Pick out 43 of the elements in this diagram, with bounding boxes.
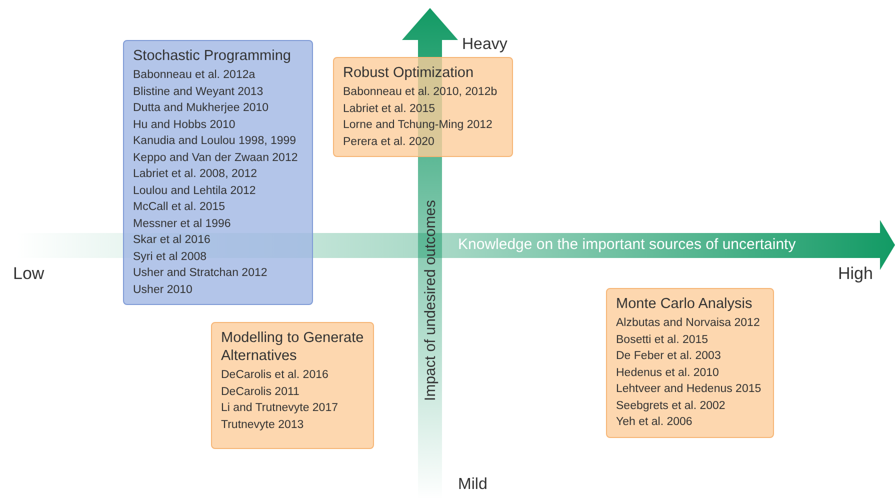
reference-entry: Hedenus et al. 2010 — [616, 366, 719, 380]
reference-entry: Labriet et al. 2008, 2012 — [133, 167, 258, 182]
reference-entry: Seebgrets et al. 2002 — [616, 398, 726, 414]
axis-end-label: High — [838, 264, 873, 284]
reference-entry: Keppo and Van der Zwaan 2012 — [133, 150, 298, 166]
reference-entry: DeCarolis 2011 — [221, 384, 300, 400]
reference-entry: Babonneau et al. 2012a — [133, 68, 256, 83]
reference-entry: Kanudia and Loulou 1998, 1999 — [133, 134, 296, 149]
reference-entry: Blistine and Weyant 2013 — [133, 84, 264, 100]
reference-entry: Lorne and Tchung-Ming 2012 — [343, 118, 492, 133]
reference-entry: Perera et al. 2020 — [343, 134, 434, 150]
method-box — [211, 322, 374, 449]
reference-entry: Trutnevyte 2013 — [221, 418, 304, 432]
reference-entry: Syri et al 2008 — [133, 250, 207, 264]
axis-title: Knowledge on the important sources of uncertainty — [458, 236, 796, 253]
reference-entry: Labriet et al. 2015 — [343, 102, 436, 116]
reference-entry: Dutta and Mukherjee 2010 — [133, 101, 269, 116]
reference-entry: Skar et al 2016 — [133, 233, 210, 248]
reference-entry: Loulou and Lehtila 2012 — [133, 184, 256, 198]
reference-entry: Usher 2010 — [133, 282, 192, 298]
reference-entry: Bosetti et al. 2015 — [616, 332, 708, 348]
axis-end-label: Low — [13, 264, 44, 284]
axis-end-label: Heavy — [462, 36, 508, 54]
axis-end-label: Mild — [458, 476, 488, 494]
method-box — [606, 288, 774, 438]
reference-entry: Usher and Stratchan 2012 — [133, 266, 268, 281]
reference-entry: Alzbutas and Norvaisa 2012 — [616, 316, 760, 331]
reference-entry: McCall et al. 2015 — [133, 200, 226, 215]
reference-entry: Babonneau et al. 2010, 2012b — [343, 85, 498, 100]
box-heading: Robust Optimization — [343, 64, 474, 82]
box-heading: Modelling to Generate Alternatives — [221, 329, 364, 365]
reference-entry: DeCarolis et al. 2016 — [221, 368, 328, 383]
box-heading: Stochastic Programming — [133, 47, 291, 65]
reference-entry: Messner et al 1996 — [133, 216, 231, 232]
method-box — [123, 40, 313, 305]
box-heading: Monte Carlo Analysis — [616, 295, 752, 313]
method-box — [333, 57, 513, 157]
reference-entry: Hu and Hobbs 2010 — [133, 118, 236, 132]
axis-title: Impact of undesired outcomes — [422, 200, 438, 400]
reference-entry: Yeh et al. 2006 — [616, 415, 692, 430]
reference-entry: Li and Trutnevyte 2017 — [221, 401, 338, 416]
reference-entry: De Feber et al. 2003 — [616, 349, 721, 364]
reference-entry: Lehtveer and Hedenus 2015 — [616, 382, 762, 397]
